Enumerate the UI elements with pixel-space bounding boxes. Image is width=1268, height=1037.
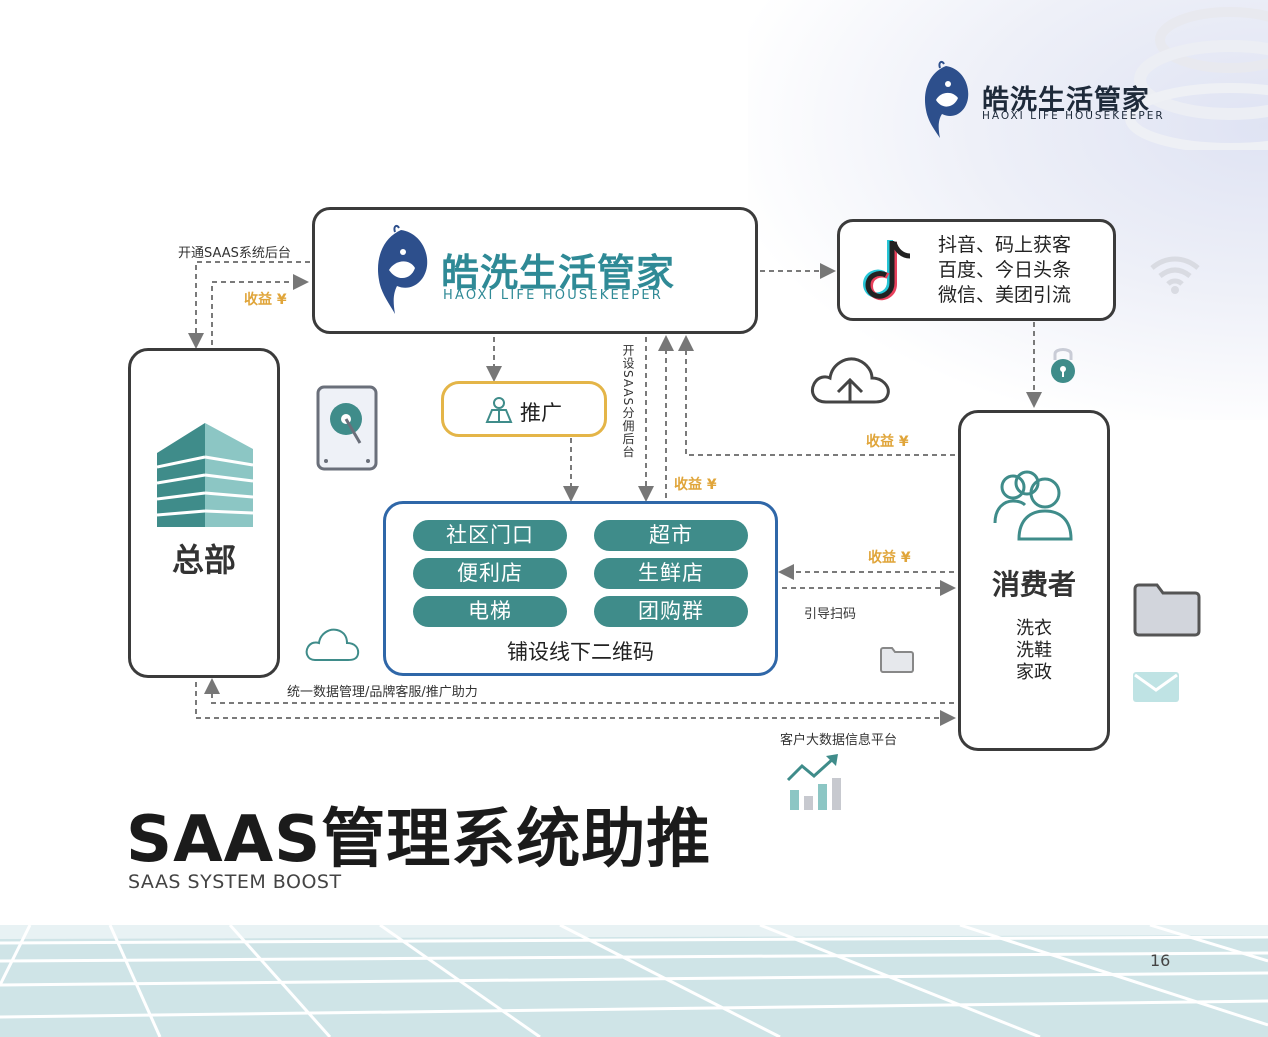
wifi-icon <box>1150 256 1200 294</box>
page-subtitle: SAAS SYSTEM BOOST <box>128 871 342 893</box>
cloud-icon <box>305 628 360 661</box>
map-person-icon <box>485 397 513 423</box>
center-logo-cn: 皓洗生活管家 <box>441 251 676 295</box>
edge-label-saas-sub: 开设SAAS分佣后台 <box>621 344 635 459</box>
edge-label-unified: 统一数据管理/品牌客服/推广助力 <box>287 685 478 700</box>
channel-item: 微信、美团引流 <box>938 284 1072 306</box>
users-group-icon <box>993 470 1073 541</box>
consumer-service-item: 洗衣 <box>1016 618 1052 639</box>
offline-qr-box: 社区门口 超市 便利店 生鲜店 电梯 团购群 铺设线下二维码 <box>383 501 778 676</box>
background-gradient <box>748 0 1268 420</box>
header-logo-en: HAOXI LIFE HOUSEKEEPER <box>982 110 1165 122</box>
center-logo-en: HAOXI LIFE HOUSEKEEPER <box>443 288 664 303</box>
edge-label-income-center: 收益 ¥ <box>674 477 717 493</box>
consumer-services: 洗衣 洗鞋 家政 <box>961 618 1107 684</box>
cloud-upload-icon <box>811 357 890 404</box>
edge-label-income-hq: 收益 ¥ <box>244 292 287 308</box>
header-logo: 皓洗生活管家 HAOXI LIFE HOUSEKEEPER <box>918 60 1163 144</box>
center-brand-box: 皓洗生活管家 HAOXI LIFE HOUSEKEEPER <box>312 207 758 334</box>
promo-box: 推广 <box>441 381 607 437</box>
floor-decoration <box>0 925 1268 1037</box>
lock-icon <box>1051 348 1075 383</box>
folder-icon <box>1133 583 1201 637</box>
edge-label-guide-scan: 引导扫码 <box>804 607 857 622</box>
hard-drive-icon <box>316 385 378 471</box>
page-number: 16 <box>1150 951 1171 970</box>
channels-box: 抖音、码上获客 百度、今日头条 微信、美团引流 <box>837 219 1116 321</box>
edge-label-income-consumer-top: 收益 ¥ <box>866 434 909 450</box>
page-title: SAAS管理系统助推 <box>126 803 712 877</box>
decor-rings <box>1125 7 1268 150</box>
offline-item: 便利店 <box>413 558 567 589</box>
offline-item: 社区门口 <box>413 520 567 551</box>
whale-mascot-icon <box>924 60 969 138</box>
edge-label-bigdata: 客户大数据信息平台 <box>780 733 898 748</box>
promo-label: 推广 <box>520 401 562 425</box>
offline-item: 生鲜店 <box>594 558 748 589</box>
offline-caption: 铺设线下二维码 <box>507 640 654 664</box>
building-icon <box>157 423 254 527</box>
tiktok-icon <box>863 240 911 301</box>
whale-mascot-icon <box>377 224 428 314</box>
offline-item: 电梯 <box>413 596 567 627</box>
mail-icon <box>1133 672 1179 702</box>
offline-item: 超市 <box>594 520 748 551</box>
consumer-service-item: 家政 <box>1016 662 1052 683</box>
edge-label-open-saas: 开通SAAS系统后台 <box>178 246 291 261</box>
growth-chart-icon <box>786 754 841 810</box>
folder-small-icon <box>880 647 914 673</box>
consumer-service-item: 洗鞋 <box>1016 640 1052 661</box>
channel-item: 抖音、码上获客 <box>938 234 1072 256</box>
consumer-label: 消费者 <box>991 568 1076 601</box>
hq-label: 总部 <box>171 541 236 579</box>
hq-box: 总部 <box>128 348 280 678</box>
header-logo-cn: 皓洗生活管家 <box>982 85 1150 116</box>
consumer-box: 消费者 洗衣 洗鞋 家政 <box>958 410 1110 751</box>
channels-list: 抖音、码上获客 百度、今日头条 微信、美团引流 <box>938 233 1071 308</box>
channel-item: 百度、今日头条 <box>938 259 1072 281</box>
edge-label-income-consumer-mid: 收益 ¥ <box>868 550 911 566</box>
offline-item: 团购群 <box>594 596 748 627</box>
